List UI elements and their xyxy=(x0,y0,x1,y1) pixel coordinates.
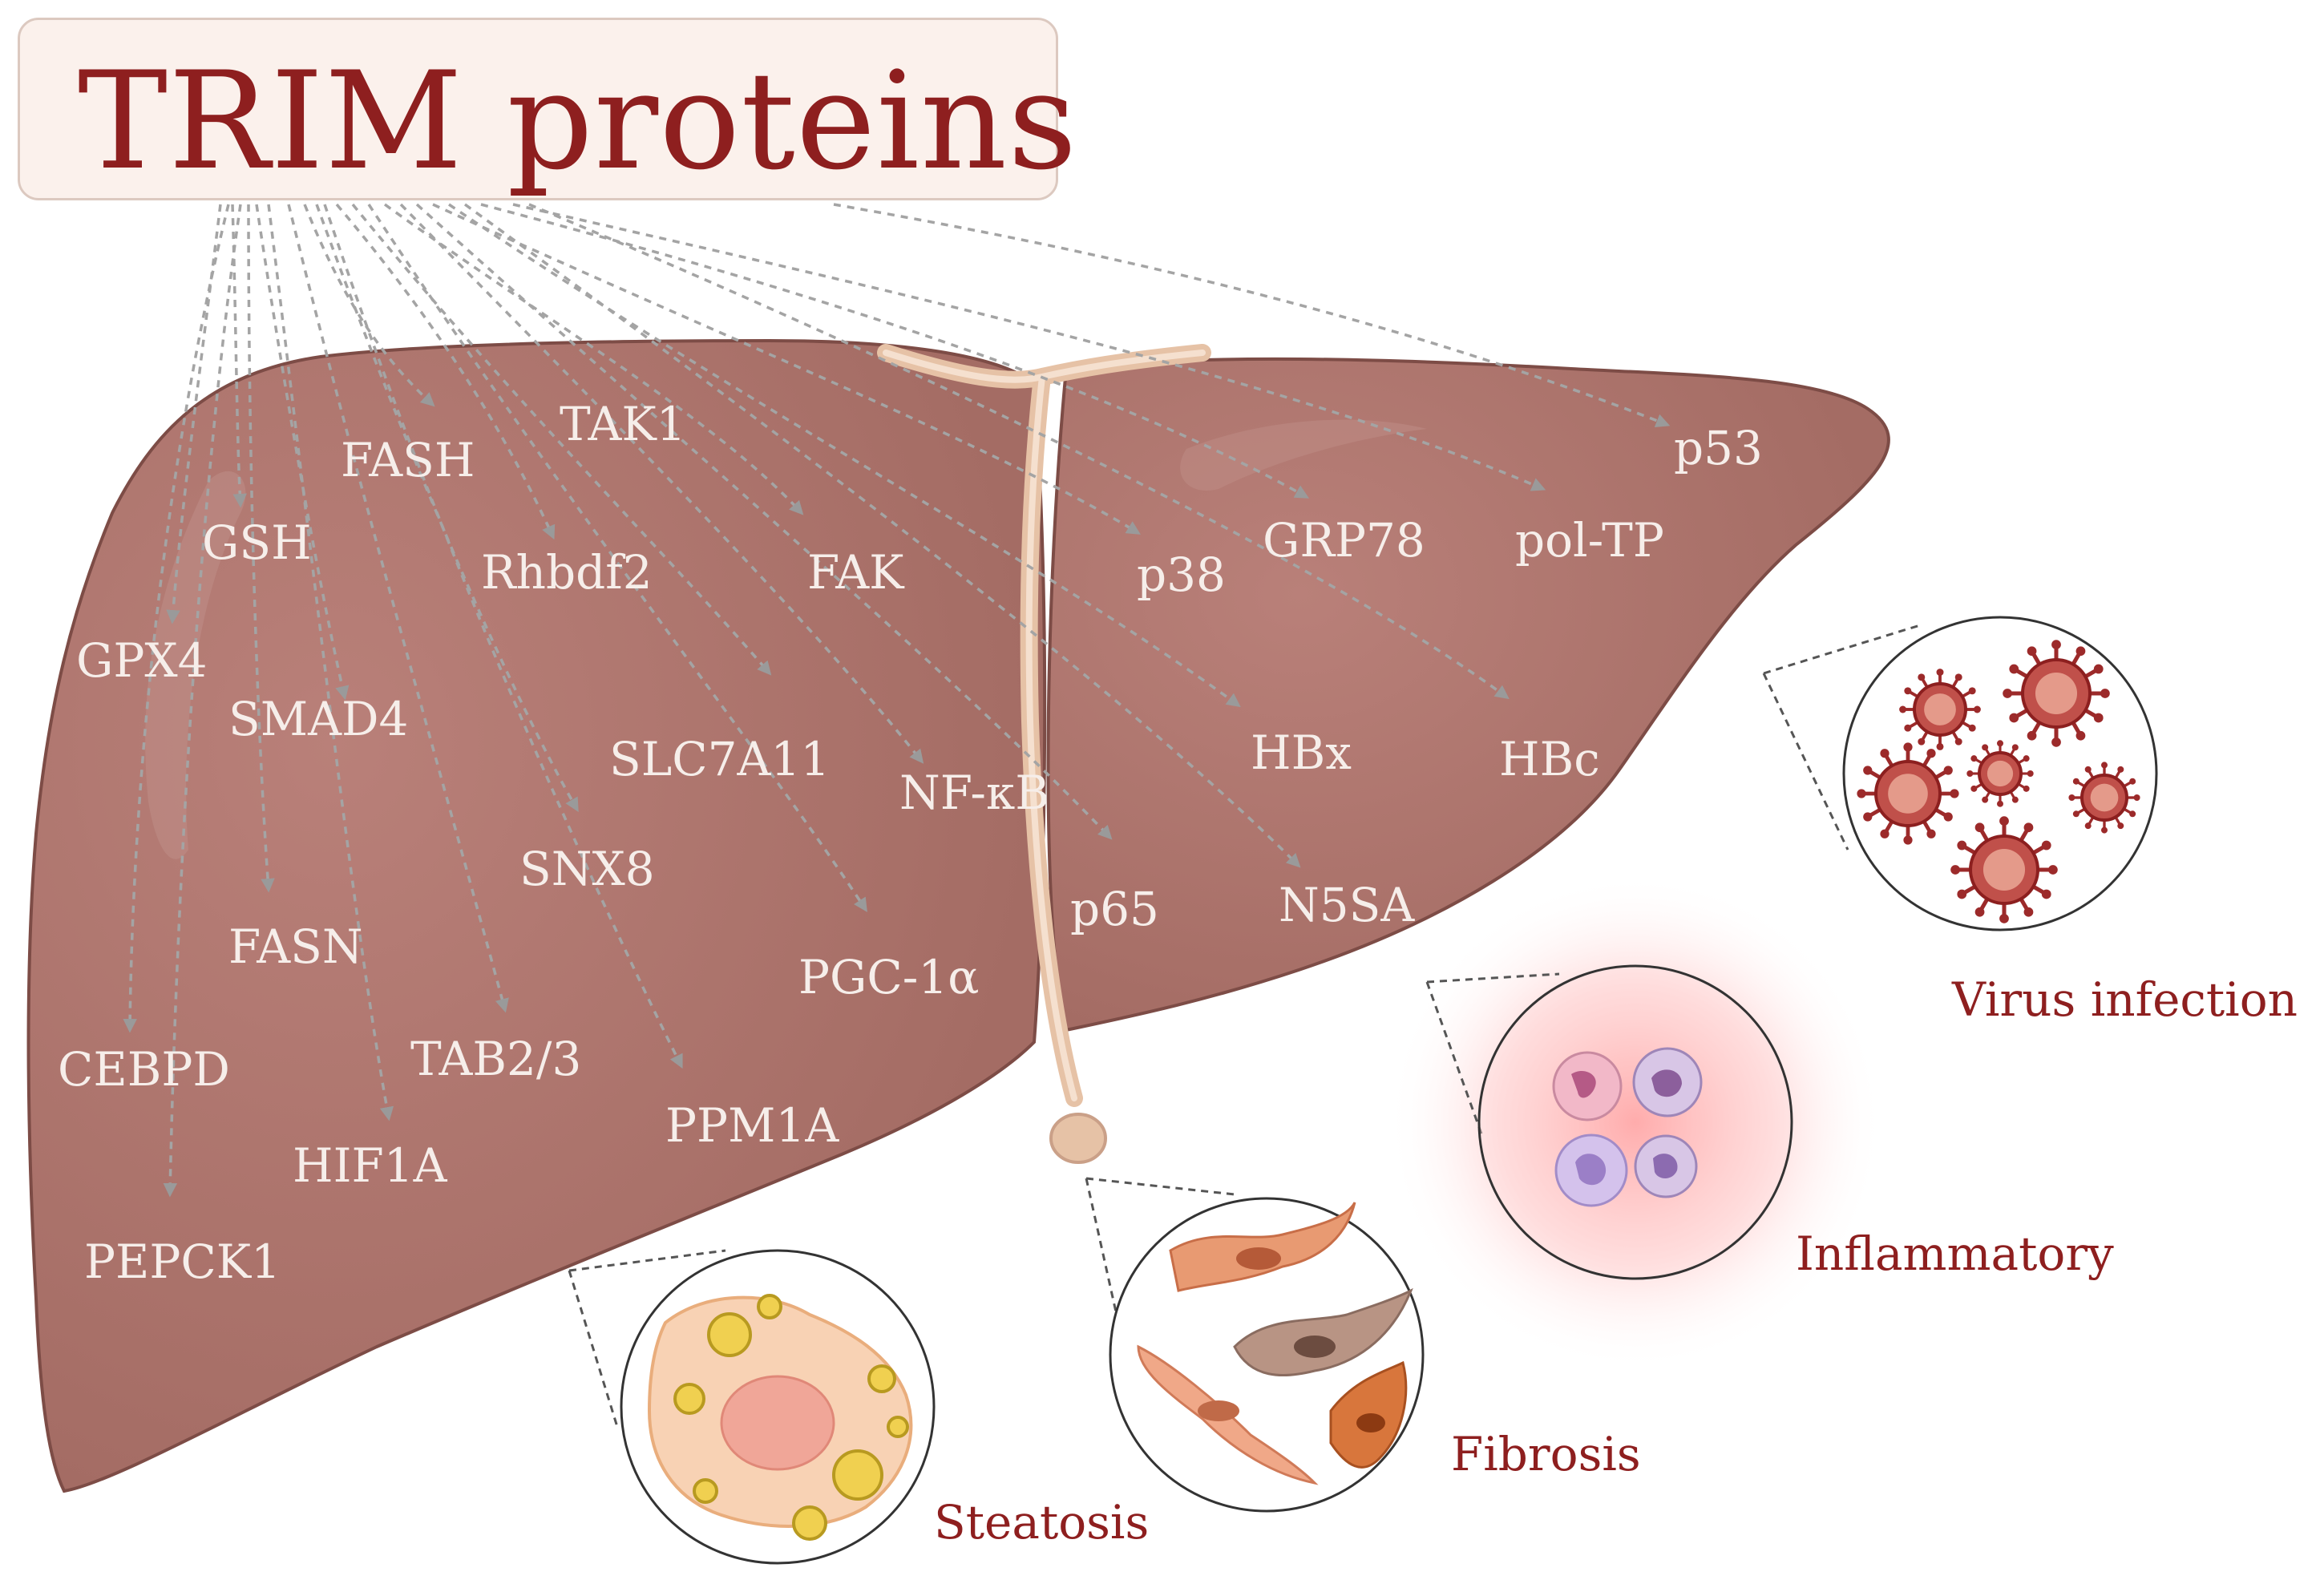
label-p53: p53 xyxy=(1674,421,1763,475)
inflammatory-zoom-lines xyxy=(1425,972,1560,1139)
arrow-to-hbc xyxy=(528,203,1510,700)
caption-fibrosis: Fibrosis xyxy=(1451,1427,1641,1481)
inflammatory-glow xyxy=(1387,874,1884,1371)
diagram-title: TRIM proteins xyxy=(78,42,1078,200)
label-cebpd: CEBPD xyxy=(58,1042,230,1097)
caption-steatosis: Steatosis xyxy=(934,1495,1150,1550)
virus-particle xyxy=(1857,742,1959,845)
label-smad4: SMAD4 xyxy=(228,692,409,746)
arrow-to-nfkb xyxy=(399,203,924,764)
label-fasn: FASN xyxy=(228,919,363,974)
virus-infection-circle xyxy=(1762,616,2158,931)
arrow-to-pepck1 xyxy=(163,204,242,1198)
immune-cells xyxy=(1552,1047,1703,1207)
label-nfkb: NF-κB xyxy=(899,766,1049,820)
label-slc7a11: SLC7A11 xyxy=(609,732,831,786)
title-box: TRIM proteins xyxy=(18,18,1077,200)
steatosis-circle xyxy=(568,1249,936,1565)
arrow-to-slc7a11 xyxy=(351,203,772,676)
steatosis-zoom-lines xyxy=(568,1249,726,1428)
liver-illustration xyxy=(26,338,1890,1493)
arrow-to-rhbdf2 xyxy=(335,203,556,540)
inflammatory-circle xyxy=(1425,964,1793,1280)
virus-particle xyxy=(1950,816,2058,923)
arrow-to-cebpd xyxy=(123,204,230,1033)
label-hif1a: HIF1A xyxy=(293,1138,447,1193)
virus-particle xyxy=(2068,762,2140,834)
label-rhbdf2: Rhbdf2 xyxy=(481,545,653,600)
fibroblast-cells xyxy=(1137,1202,1413,1485)
label-fak: FAK xyxy=(807,545,904,600)
virus-particles xyxy=(1857,640,2140,923)
arrow-to-grp78 xyxy=(480,203,1310,499)
liver-highlight-right xyxy=(1180,419,1427,491)
label-gsh: GSH xyxy=(202,515,312,570)
arrow-group xyxy=(123,203,1671,1198)
arrow-to-hbx xyxy=(448,203,1241,708)
label-pepck1: PEPCK1 xyxy=(84,1235,281,1289)
arrow-to-tak1 xyxy=(833,203,1671,428)
virus-particle xyxy=(1966,740,2034,807)
label-p65: p65 xyxy=(1070,882,1159,936)
ligament-end xyxy=(1049,1113,1107,1164)
arrow-to-pol-tp xyxy=(512,203,1546,491)
virus-particle xyxy=(2003,640,2110,747)
arrow-to-p38 xyxy=(432,203,1141,535)
label-ppm1a: PPM1A xyxy=(665,1098,839,1153)
label-pgc1a: PGC-1α xyxy=(798,950,980,1004)
virus-particle xyxy=(1899,669,1981,750)
arrow-to-snx8 xyxy=(315,204,579,813)
virus-zoom-lines xyxy=(1762,624,1921,851)
label-p38: p38 xyxy=(1137,548,1226,602)
label-tab23: TAB2/3 xyxy=(410,1032,582,1086)
label-grp78: GRP78 xyxy=(1263,513,1425,568)
label-hbx: HBx xyxy=(1251,725,1352,780)
label-fash: FASH xyxy=(341,433,475,487)
arrow-to-ppm1a xyxy=(323,204,683,1069)
arrow-to-fak xyxy=(383,203,804,515)
caption-virus-infection: Virus infection xyxy=(1952,972,2298,1027)
label-snx8: SNX8 xyxy=(519,842,655,896)
arrow-to-n5sa xyxy=(463,203,1301,868)
liver-highlight xyxy=(145,471,246,859)
arrow-to-p65 xyxy=(415,203,1113,840)
hepatocyte-lipid-droplets xyxy=(647,1294,913,1541)
arrow-to-fasn xyxy=(247,204,275,893)
label-tak1: TAK1 xyxy=(560,397,686,451)
label-pol-tp: pol-TP xyxy=(1515,513,1664,568)
liver-left-lobe xyxy=(26,338,1047,1493)
arrow-to-gpx4 xyxy=(166,204,222,624)
label-gpx4: GPX4 xyxy=(76,633,208,688)
caption-inflammatory: Inflammatory xyxy=(1796,1226,2114,1281)
label-n5sa: N5SA xyxy=(1279,878,1415,932)
fibrosis-circle xyxy=(1085,1177,1425,1513)
label-hbc: HBc xyxy=(1499,732,1600,786)
arrow-to-pgc1a xyxy=(367,204,867,912)
arrow-to-hif1a xyxy=(267,204,394,1121)
